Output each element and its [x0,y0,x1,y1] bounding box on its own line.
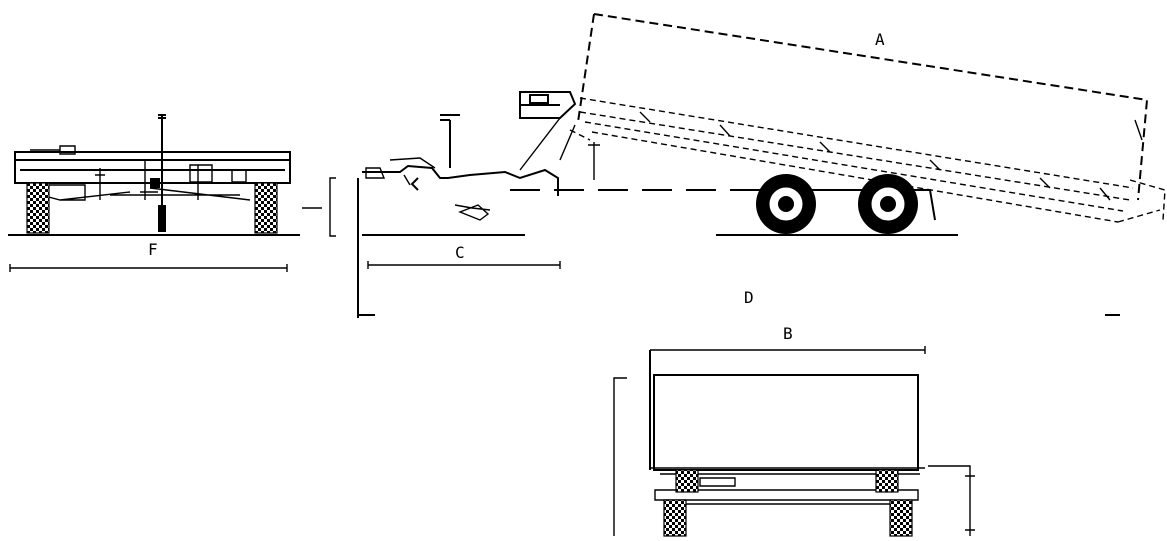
side-view [302,13,1166,318]
front-view-left-tire [663,499,687,537]
front-view [613,346,975,537]
ram-to-tongue [519,117,600,180]
tongue-frame [362,164,559,196]
front-view-body-detail [650,467,925,505]
dimension-a2-line [928,465,975,536]
front-view-upper-right-tire [875,469,899,493]
jack-foot [454,204,491,221]
dimension-d-line [357,178,1120,318]
tongue-jack [440,114,460,168]
front-view-right-tire [889,499,913,537]
dimension-f-line [9,264,288,272]
rear-view [8,114,300,272]
rear-view-left-tire [26,182,50,234]
raised-bed-outline [577,13,1149,201]
rear-view-jack-foot [158,205,166,232]
tilted-bed-frame [569,97,1166,223]
hydraulic-ram [519,91,577,119]
dimension-label-f: F [148,240,158,259]
front-view-upper-left-tire [675,469,699,493]
tongue-arrow [410,177,419,191]
dimension-c-line [367,261,561,269]
dimension-label-b: B [783,324,793,343]
dimension-left-height-line [613,377,627,536]
dimension-label-c: C [455,243,465,262]
dimension-b-line [650,346,926,354]
coupler-head [365,157,436,186]
dimension-e-line [302,177,336,237]
wheel-front [756,174,816,234]
dimension-label-a: A [875,30,885,49]
tilted-bed-frame-detail [639,111,1143,201]
rear-view-coupler [150,178,160,188]
rear-view-right-tire [254,182,278,234]
front-view-body [649,350,919,471]
dimension-label-d: D [744,288,754,307]
wheel-rear [858,174,918,234]
rear-view-deck-detail [30,145,251,201]
